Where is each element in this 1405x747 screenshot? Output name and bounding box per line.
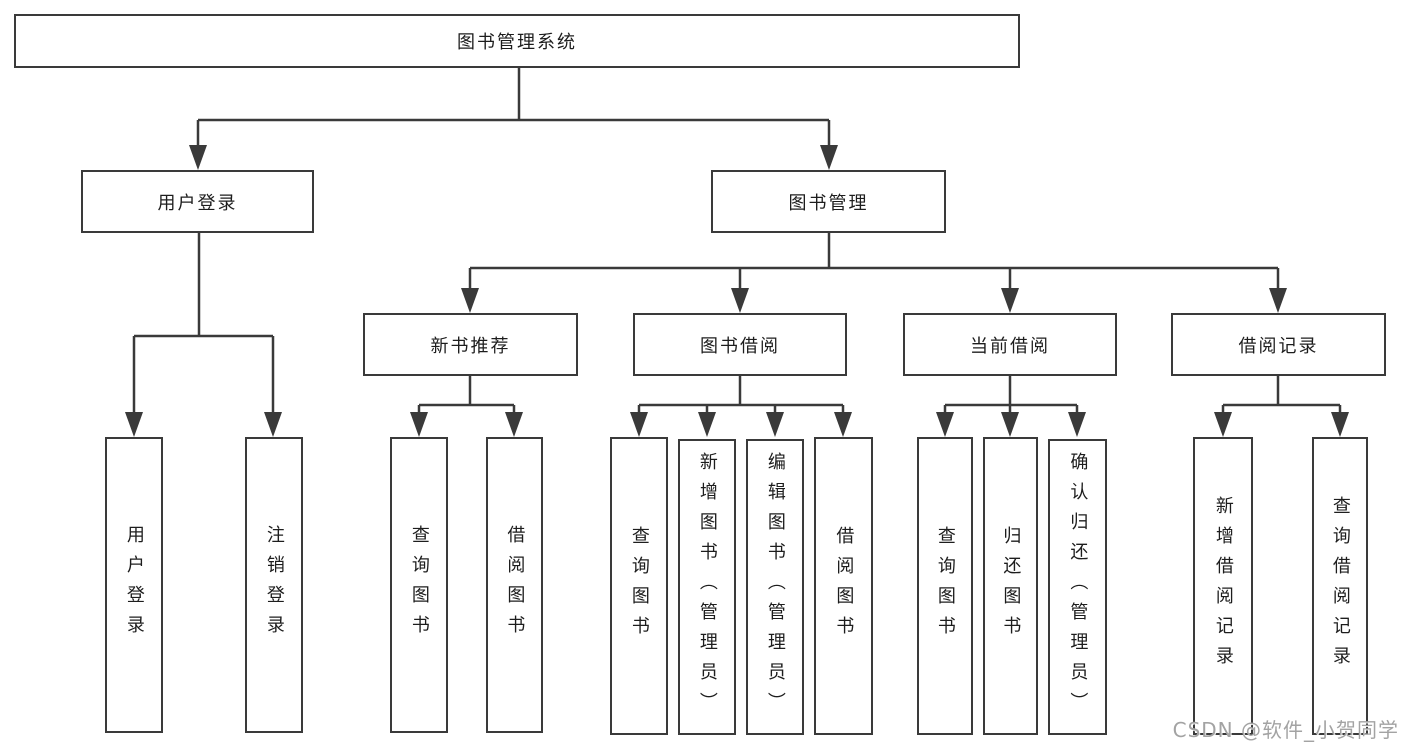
node-label: 新书推荐 bbox=[430, 335, 511, 357]
node-label: 借阅图书 bbox=[504, 525, 526, 645]
leaf-edit-books-admin: 编辑图书（管理员） bbox=[746, 439, 804, 735]
node-label: 用户登录 bbox=[157, 192, 238, 214]
node-book-borrow: 图书借阅 bbox=[633, 313, 847, 376]
leaf-return-books: 归还图书 bbox=[983, 437, 1038, 735]
node-label: 查询图书 bbox=[408, 525, 430, 645]
node-label: 新增借阅记录 bbox=[1212, 496, 1234, 676]
leaf-query-books-current: 查询图书 bbox=[917, 437, 973, 735]
node-label: 用户登录 bbox=[123, 525, 145, 645]
leaf-logout-login: 注销登录 bbox=[245, 437, 303, 733]
node-label: 注销登录 bbox=[263, 525, 285, 645]
leaf-borrow-books: 借阅图书 bbox=[814, 437, 873, 735]
node-label: 查询图书 bbox=[628, 526, 650, 646]
node-label: 借阅图书 bbox=[833, 526, 855, 646]
node-label: 图书管理系统 bbox=[457, 32, 577, 53]
node-label: 查询借阅记录 bbox=[1329, 496, 1351, 676]
node-new-book-recommend: 新书推荐 bbox=[363, 313, 578, 376]
node-label: 归还图书 bbox=[1000, 526, 1022, 646]
node-label: 当前借阅 bbox=[970, 335, 1050, 357]
node-library-management-system: 图书管理系统 bbox=[14, 14, 1020, 68]
leaf-borrow-books-recommend: 借阅图书 bbox=[486, 437, 543, 733]
leaf-user-login: 用户登录 bbox=[105, 437, 163, 733]
leaf-query-borrow-record: 查询借阅记录 bbox=[1312, 437, 1368, 735]
leaf-query-books-borrow: 查询图书 bbox=[610, 437, 668, 735]
node-user-login: 用户登录 bbox=[81, 170, 314, 233]
node-borrow-records: 借阅记录 bbox=[1171, 313, 1386, 376]
node-label: 编辑图书（管理员） bbox=[764, 452, 786, 722]
leaf-add-borrow-record: 新增借阅记录 bbox=[1193, 437, 1253, 735]
node-label: 图书管理 bbox=[788, 192, 869, 214]
node-label: 图书借阅 bbox=[700, 335, 780, 357]
node-book-management: 图书管理 bbox=[711, 170, 946, 233]
node-label: 新增图书（管理员） bbox=[696, 452, 718, 722]
csdn-watermark: CSDN @软件_小贺同学 bbox=[1172, 718, 1399, 742]
leaf-add-books-admin: 新增图书（管理员） bbox=[678, 439, 736, 735]
node-label: 借阅记录 bbox=[1238, 335, 1319, 357]
leaf-query-books-recommend: 查询图书 bbox=[390, 437, 448, 733]
leaf-confirm-return-admin: 确认归还（管理员） bbox=[1048, 439, 1107, 735]
node-label: 查询图书 bbox=[934, 526, 956, 646]
node-current-borrow: 当前借阅 bbox=[903, 313, 1117, 376]
node-label: 确认归还（管理员） bbox=[1067, 452, 1089, 722]
